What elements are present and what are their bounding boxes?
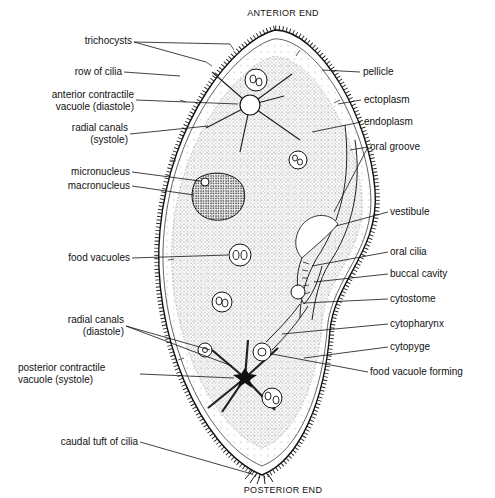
part-label: cytopyge	[390, 341, 490, 353]
part-label: posterior contractile vacuole (systole)	[18, 362, 138, 386]
part-label: cytopharynx	[390, 318, 490, 330]
body-outline	[159, 30, 376, 475]
leader-lines	[124, 42, 388, 474]
part-label: macronucleus	[20, 180, 130, 192]
part-label: endoplasm	[364, 116, 474, 128]
macronucleus	[192, 173, 245, 220]
part-label: food vacuole forming	[370, 366, 490, 378]
part-label: oral groove	[370, 141, 480, 153]
part-label: pellicle	[363, 66, 473, 78]
contractile-vacuole	[240, 95, 260, 115]
part-label: radial canals (diastole)	[47, 314, 124, 338]
end-label: POSTERIOR END	[218, 484, 348, 496]
cilia-row	[159, 30, 376, 475]
part-label: food vacuoles	[20, 252, 130, 264]
vestibule	[296, 215, 338, 258]
food-particles	[203, 75, 303, 404]
part-label: vestibule	[390, 206, 490, 218]
part-label: anterior contractile vacuole (diastole)	[28, 89, 134, 113]
part-label: buccal cavity	[390, 268, 490, 280]
part-label: ectoplasm	[364, 94, 474, 106]
part-label: oral cilia	[390, 246, 490, 258]
part-label: cytostome	[390, 293, 490, 305]
part-label: row of cilia	[30, 66, 122, 78]
cytopharynx	[266, 304, 308, 350]
trichocyst-lines	[168, 44, 340, 360]
part-label: radial canals (systole)	[53, 122, 128, 146]
ectoplasm	[163, 39, 371, 466]
endoplasm	[171, 56, 362, 448]
end-label: ANTERIOR END	[223, 7, 343, 19]
part-label: caudal tuft of cilia	[20, 436, 138, 448]
part-label: trichocysts	[40, 35, 132, 47]
micronucleus	[201, 178, 209, 186]
part-label: micronucleus	[20, 166, 130, 178]
contractile-vacuole	[233, 368, 257, 388]
